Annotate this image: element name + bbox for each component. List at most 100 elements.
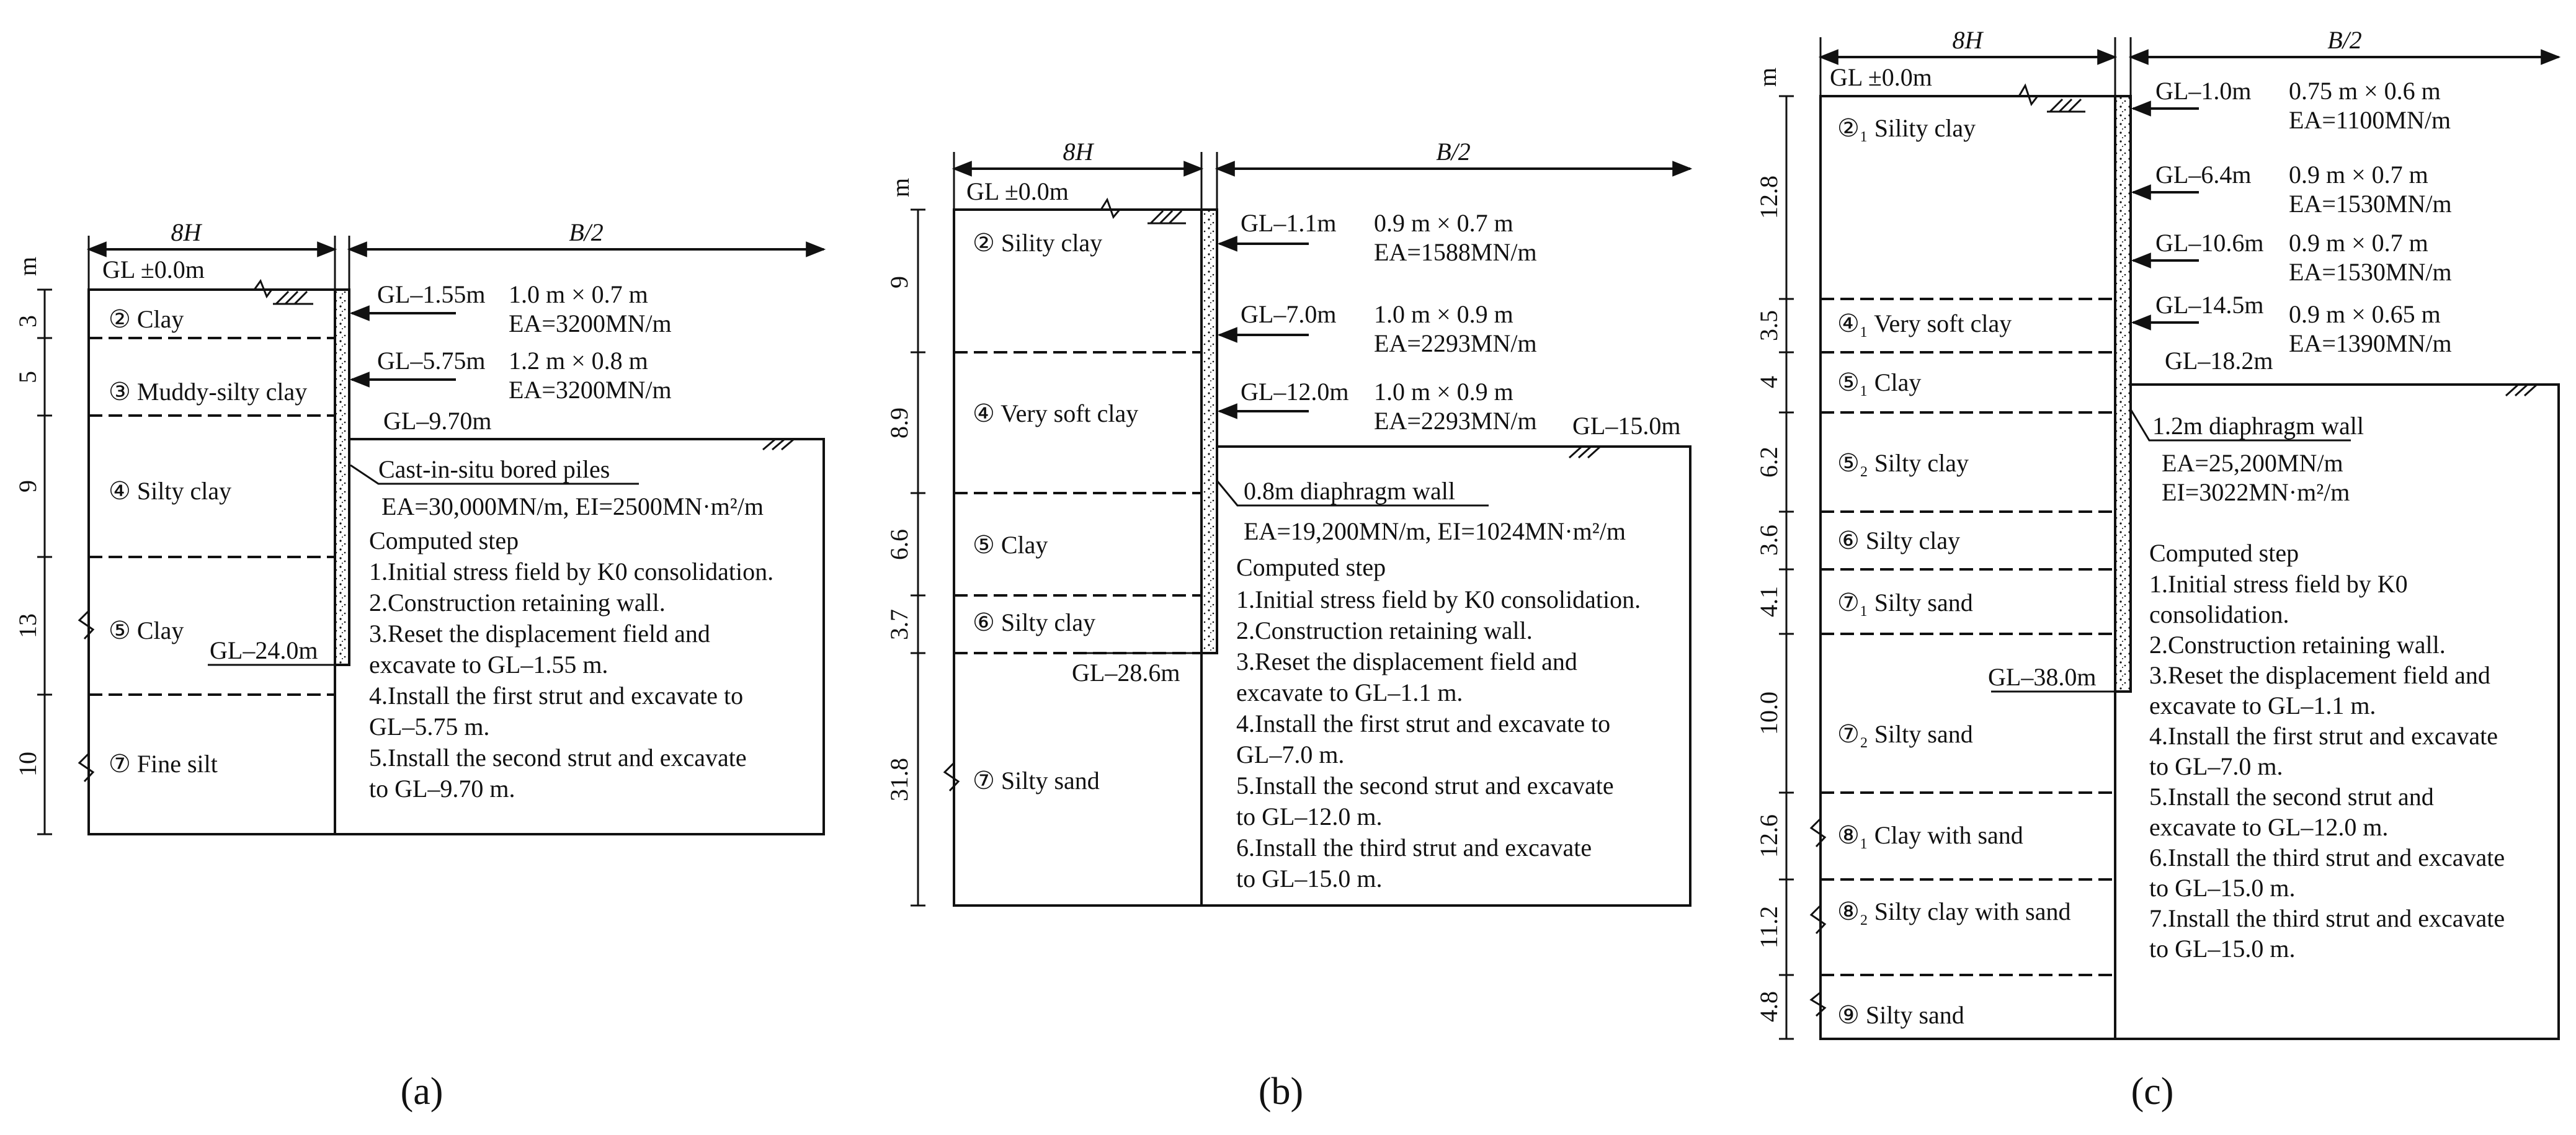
computed-step-line: GL–7.0 m. (1236, 741, 1344, 768)
strut-size: 0.75 m × 0.6 m (2289, 77, 2441, 105)
layer-thickness: 10.0 (1755, 692, 1783, 735)
steps-b: 1.Initial stress field by K0 consolidati… (1236, 585, 1641, 892)
layer-name: ⑦₂ Silty sand (1837, 720, 1973, 748)
excavation-level: GL–18.2m (2165, 347, 2273, 375)
strut-level: GL–14.5m (2155, 291, 2263, 319)
layer-thickness: 11.2 (1755, 906, 1783, 949)
strut-size: 0.9 m × 0.7 m (2289, 161, 2428, 189)
wall-props: EA=25,200MN/m (2162, 449, 2343, 477)
excavation-outline (335, 438, 825, 835)
layer-name: ⑧₂ Silty clay with sand (1837, 897, 2070, 925)
half-width-label-c: B/2 (2327, 26, 2362, 54)
computed-step-line: consolidation. (2149, 600, 2289, 628)
half-width-label-a: B/2 (569, 218, 604, 246)
strut-size: 1.0 m × 0.9 m (1374, 378, 1513, 406)
computed-step-line: excavate to GL–1.1 m. (2149, 692, 2376, 719)
strut-ea: EA=3200MN/m (509, 376, 672, 404)
wall-props: EI=3022MN·m²/m (2162, 478, 2350, 506)
layer-name: ⑨ Silty sand (1837, 1001, 1964, 1029)
layer-name: ② Sility clay (973, 229, 1102, 257)
computed-step-line: 4.Install the first strut and excavate t… (1236, 710, 1610, 737)
layer-name: ④₁ Very soft clay (1837, 309, 2012, 337)
layer-name: ③ Muddy-silty clay (109, 378, 307, 406)
layer-thickness: 10 (14, 752, 42, 777)
layer-name: ⑦₁ Silty sand (1837, 589, 1973, 616)
layer-name: ④ Very soft clay (973, 399, 1138, 427)
panel-a-text: 8H B/2 m GL ±0.0m 3 5 9 13 10 ② Clay ③ M… (14, 218, 773, 1113)
computed-step-line: to GL–9.70 m. (369, 775, 515, 803)
strut-ea: EA=1530MN/m (2289, 258, 2452, 286)
ground-hatch (273, 290, 313, 305)
layer-name: ⑤₁ Clay (1837, 368, 1921, 396)
computed-step-line: 3.Reset the displacement field and (2149, 661, 2490, 689)
computed-step-line: 4.Install the first strut and excavate (2149, 722, 2498, 750)
layer-thickness: 31.8 (885, 758, 913, 801)
strut-ea: EA=1588MN/m (1374, 238, 1537, 266)
strut-size: 0.9 m × 0.65 m (2289, 300, 2441, 328)
strut-ea: EA=1390MN/m (2289, 329, 2452, 357)
computed-step-line: 3.Reset the displacement field and (369, 620, 710, 648)
computed-step-line: 2.Construction retaining wall. (1236, 616, 1533, 644)
layer-thickness: 4.1 (1755, 586, 1783, 617)
width-label-a: 8H (171, 218, 203, 246)
layer-thickness: 3.6 (1755, 525, 1783, 556)
width-label-c: 8H (1953, 26, 1984, 54)
strut-level: GL–6.4m (2155, 161, 2251, 189)
layer-thickness: 8.9 (885, 407, 913, 438)
panel-c (1779, 37, 2561, 1040)
caption-a: (a) (401, 1070, 443, 1113)
layer-name: ② Clay (109, 305, 184, 333)
layer-thickness: 9 (885, 276, 913, 288)
strut-size: 1.2 m × 0.8 m (509, 347, 648, 375)
computed-step-line: 5.Install the second strut and (2149, 783, 2434, 811)
wall-props: EA=30,000MN/m, EI=2500MN·m²/m (381, 492, 764, 520)
strut-level: GL–1.1m (1241, 209, 1336, 237)
computed-step-line: 1.Initial stress field by K0 consolidati… (369, 558, 773, 585)
layer-thickness: 6.6 (885, 529, 913, 560)
layer-thickness: 13 (14, 613, 42, 638)
layer-thickness: 3 (14, 315, 42, 327)
computed-step-line: to GL–7.0 m. (2149, 752, 2283, 780)
strut-level: GL–5.75m (377, 347, 485, 375)
strut-ea: EA=2293MN/m (1374, 407, 1537, 435)
strut-level: GL–1.0m (2155, 77, 2251, 105)
ground-level-a: GL ±0.0m (102, 256, 205, 283)
computed-step-line: 4.Install the first strut and excavate t… (369, 682, 743, 710)
excavation-level: GL–15.0m (1572, 412, 1680, 440)
wall-bottom-level: GL–28.6m (1072, 659, 1180, 687)
layer-thickness: 9 (14, 480, 42, 492)
ground-level-c: GL ±0.0m (1830, 63, 1932, 91)
computed-step-line: excavate to GL–12.0 m. (2149, 813, 2388, 841)
wall-name: 1.2m diaphragm wall (2152, 412, 2364, 440)
strut-size: 0.9 m × 0.7 m (1374, 209, 1513, 237)
wall-bottom-level: GL–24.0m (210, 636, 318, 664)
strut-ea: EA=1100MN/m (2289, 106, 2451, 134)
computed-step-line: excavate to GL–1.1 m. (1236, 679, 1463, 706)
ground-level-b: GL ±0.0m (966, 177, 1069, 205)
computed-step-heading: Computed step (369, 527, 519, 554)
computed-step-line: 3.Reset the displacement field and (1236, 648, 1577, 675)
layer-name: ②₁ Sility clay (1837, 114, 1976, 142)
panel-a (37, 236, 826, 835)
layer-name: ⑧₁ Clay with sand (1837, 821, 2023, 849)
layer-name: ⑦ Fine silt (109, 750, 218, 778)
computed-step-line: 7.Install the third strut and excavate (2149, 904, 2505, 932)
strut-ea: EA=3200MN/m (509, 309, 672, 337)
layer-thickness: 6.2 (1755, 447, 1783, 478)
layer-thickness: 5 (14, 371, 42, 383)
depth-unit-a: m (14, 257, 42, 276)
depth-unit-c: m (1754, 68, 1781, 87)
strut-level: GL–10.6m (2155, 229, 2263, 257)
computed-step-heading: Computed step (1236, 553, 1386, 581)
layer-name: ④ Silty clay (109, 477, 231, 505)
layer-thickness: 12.6 (1755, 814, 1783, 858)
layer-name: ⑥ Silty clay (973, 608, 1095, 636)
excavation-outline (1201, 445, 1691, 907)
computed-step-line: 1.Initial stress field by K0 consolidati… (1236, 585, 1641, 613)
computed-step-line: to GL–12.0 m. (1236, 803, 1383, 830)
retaining-wall (2114, 95, 2132, 693)
computed-step-line: to GL–15.0 m. (2149, 935, 2296, 963)
strut-size: 1.0 m × 0.9 m (1374, 300, 1513, 328)
strut-ea: EA=2293MN/m (1374, 329, 1537, 357)
